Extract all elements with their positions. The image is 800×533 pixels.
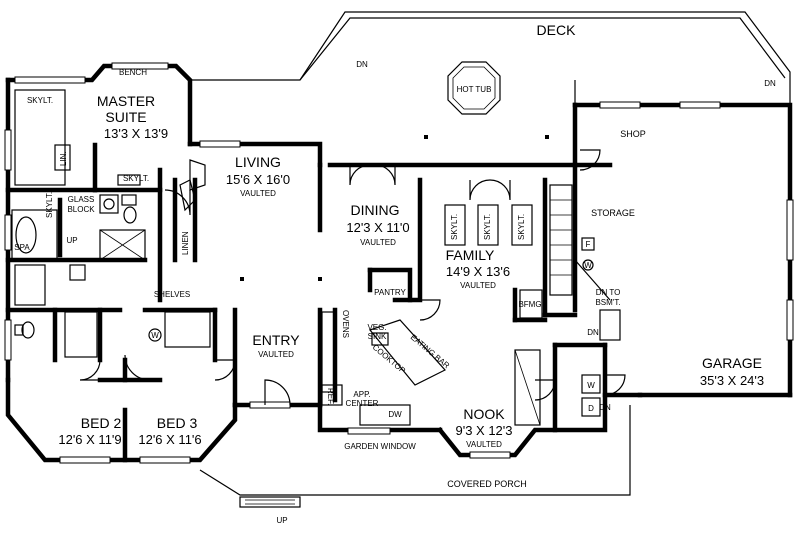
lin-label: LIN. [59, 151, 68, 166]
shop-name: SHOP [620, 129, 646, 139]
bed3-name: BED 3 [157, 415, 198, 431]
washer-label: W [587, 381, 595, 390]
family-skylight-1: SKYLT. [450, 214, 459, 240]
veg-sink-label-line2: SINK [368, 332, 387, 341]
garden-window-label: GARDEN WINDOW [344, 442, 416, 451]
deck-outline [189, 11, 791, 144]
pantry-label: PANTRY [374, 288, 406, 297]
bfmg-label: BFMG [518, 300, 541, 309]
living-name: LIVING [235, 154, 281, 170]
glass-block-label-line2: BLOCK [67, 205, 95, 214]
dining-name: DINING [351, 202, 400, 218]
hot-tub-shape [447, 61, 501, 115]
garage-size: 35'3 X 24'3 [700, 373, 764, 388]
deck-label: DECK [537, 22, 577, 38]
cooktop-label: COOKTOP [371, 343, 407, 376]
family-skylight-2: SKYLT. [483, 214, 492, 240]
dryer-label: D [588, 404, 594, 413]
app-center-label-line2: CENTER [346, 399, 379, 408]
covered-porch-label: COVERED PORCH [447, 479, 527, 489]
shelves-label: SHELVES [154, 290, 190, 299]
master-suite-name-line2: SUITE [105, 109, 146, 125]
master-suite-name-line1: MASTER [97, 93, 155, 109]
hot-tub-label: HOT TUB [457, 85, 492, 94]
master-up-label: UP [66, 236, 77, 245]
family-size: 14'9 X 13'6 [446, 264, 510, 279]
bed2-name: BED 2 [81, 415, 122, 431]
post-markers [240, 135, 549, 281]
family-skylight-3: SKYLT. [517, 214, 526, 240]
family-note: VAULTED [460, 281, 496, 290]
dw-label: DW [388, 410, 402, 419]
dining-note: VAULTED [360, 238, 396, 247]
garage-name: GARAGE [702, 355, 762, 371]
windows [4, 62, 794, 464]
spa-label: SPA [14, 243, 30, 252]
dn-to-bsmt-line2: BSM'T. [595, 298, 620, 307]
porch-up-label: UP [276, 516, 287, 525]
linen-shelf [54, 144, 71, 171]
linen-label: LINEN [181, 231, 190, 255]
storage-name: STORAGE [591, 208, 635, 218]
bench-label: BENCH [119, 68, 147, 77]
deck-dn-right-label: DN [764, 79, 776, 88]
laundry-dn-label: DN [599, 403, 611, 412]
master-skylight-label: SKYLT. [27, 96, 53, 105]
spa-skylight-label: SKYLT. [45, 192, 54, 218]
storage-f-label: F [586, 240, 591, 249]
nook-name: NOOK [463, 406, 505, 422]
bed3-size: 12'6 X 11'6 [138, 432, 201, 447]
living-note: VAULTED [240, 189, 276, 198]
bed3-water-heater-label: W [151, 331, 159, 340]
entry-name: ENTRY [252, 332, 300, 348]
veg-sink-label-line1: VEG. [367, 323, 386, 332]
living-size: 15'6 X 16'0 [226, 172, 290, 187]
bed2-size: 12'6 X 11'9 [58, 432, 121, 447]
fixtures [11, 89, 621, 426]
nook-note: VAULTED [466, 440, 502, 449]
master-suite-size: 13'3 X 13'9 [104, 126, 168, 141]
ref-label: REF. [326, 388, 335, 405]
porch-outline [199, 405, 631, 508]
doors [79, 149, 626, 406]
dining-size: 12'3 X 11'0 [346, 220, 409, 235]
family-name: FAMILY [446, 247, 495, 263]
eating-bar-label: EATING BAR [409, 333, 452, 371]
dn-to-bsmt-line1: DN TO [596, 288, 621, 297]
interior-walls [5, 142, 613, 433]
entry-note: VAULTED [258, 350, 294, 359]
garage-dn-label: DN [587, 328, 599, 337]
glass-block-label-line1: GLASS [68, 195, 95, 204]
nook-size: 9'3 X 12'3 [455, 423, 512, 438]
deck-dn-label: DN [356, 60, 368, 69]
app-center-label-line1: APP. [353, 390, 370, 399]
ovens-label: OVENS [341, 310, 350, 338]
storage-w-label: W [584, 261, 592, 270]
bath-skylight-label: SKYLT. [123, 174, 149, 183]
